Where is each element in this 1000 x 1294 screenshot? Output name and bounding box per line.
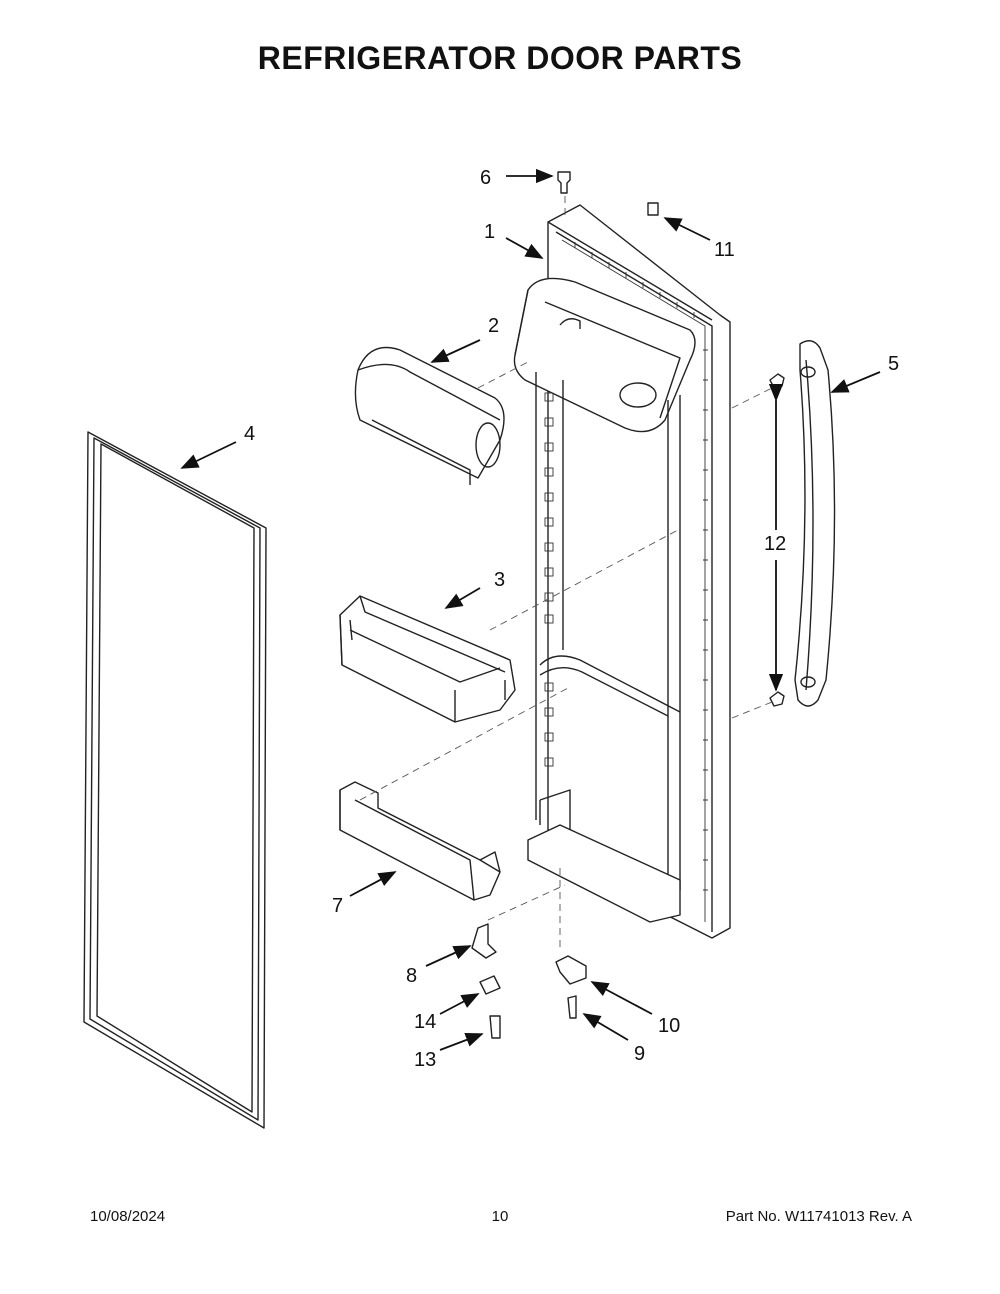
door-bin	[339, 595, 516, 723]
footer-part-number: Part No. W11741013 Rev. A	[725, 1208, 912, 1225]
bottom-hinge-parts-left	[471, 884, 566, 1039]
callout-2: 2	[488, 315, 499, 337]
door-label	[647, 202, 659, 216]
callout-11: 11	[714, 239, 735, 261]
door-rail	[339, 781, 501, 901]
footer-date: 10/08/2024	[90, 1208, 166, 1225]
callout-1: 1	[484, 221, 495, 243]
callout-6: 6	[480, 167, 491, 189]
page-title: REFRIGERATOR DOOR PARTS	[257, 40, 743, 76]
callout-13: 13	[414, 1049, 436, 1071]
callout-7: 7	[332, 895, 343, 917]
callout-3: 3	[494, 569, 505, 591]
door-liner	[513, 204, 731, 939]
callout-12: 12	[764, 533, 786, 555]
top-hinge-plug	[557, 171, 571, 218]
callout-5: 5	[888, 353, 899, 375]
callout-4: 4	[244, 423, 255, 445]
upper-bin-cover	[354, 346, 505, 485]
callout-10: 10	[658, 1015, 680, 1037]
callout-8: 8	[406, 965, 417, 987]
callout-9: 9	[634, 1043, 645, 1065]
callout-14: 14	[414, 1011, 436, 1033]
door-gasket	[83, 431, 267, 1129]
bottom-hinge-parts-right	[555, 868, 587, 1019]
door-handle	[731, 340, 836, 719]
footer-page-number: 10	[491, 1208, 509, 1225]
